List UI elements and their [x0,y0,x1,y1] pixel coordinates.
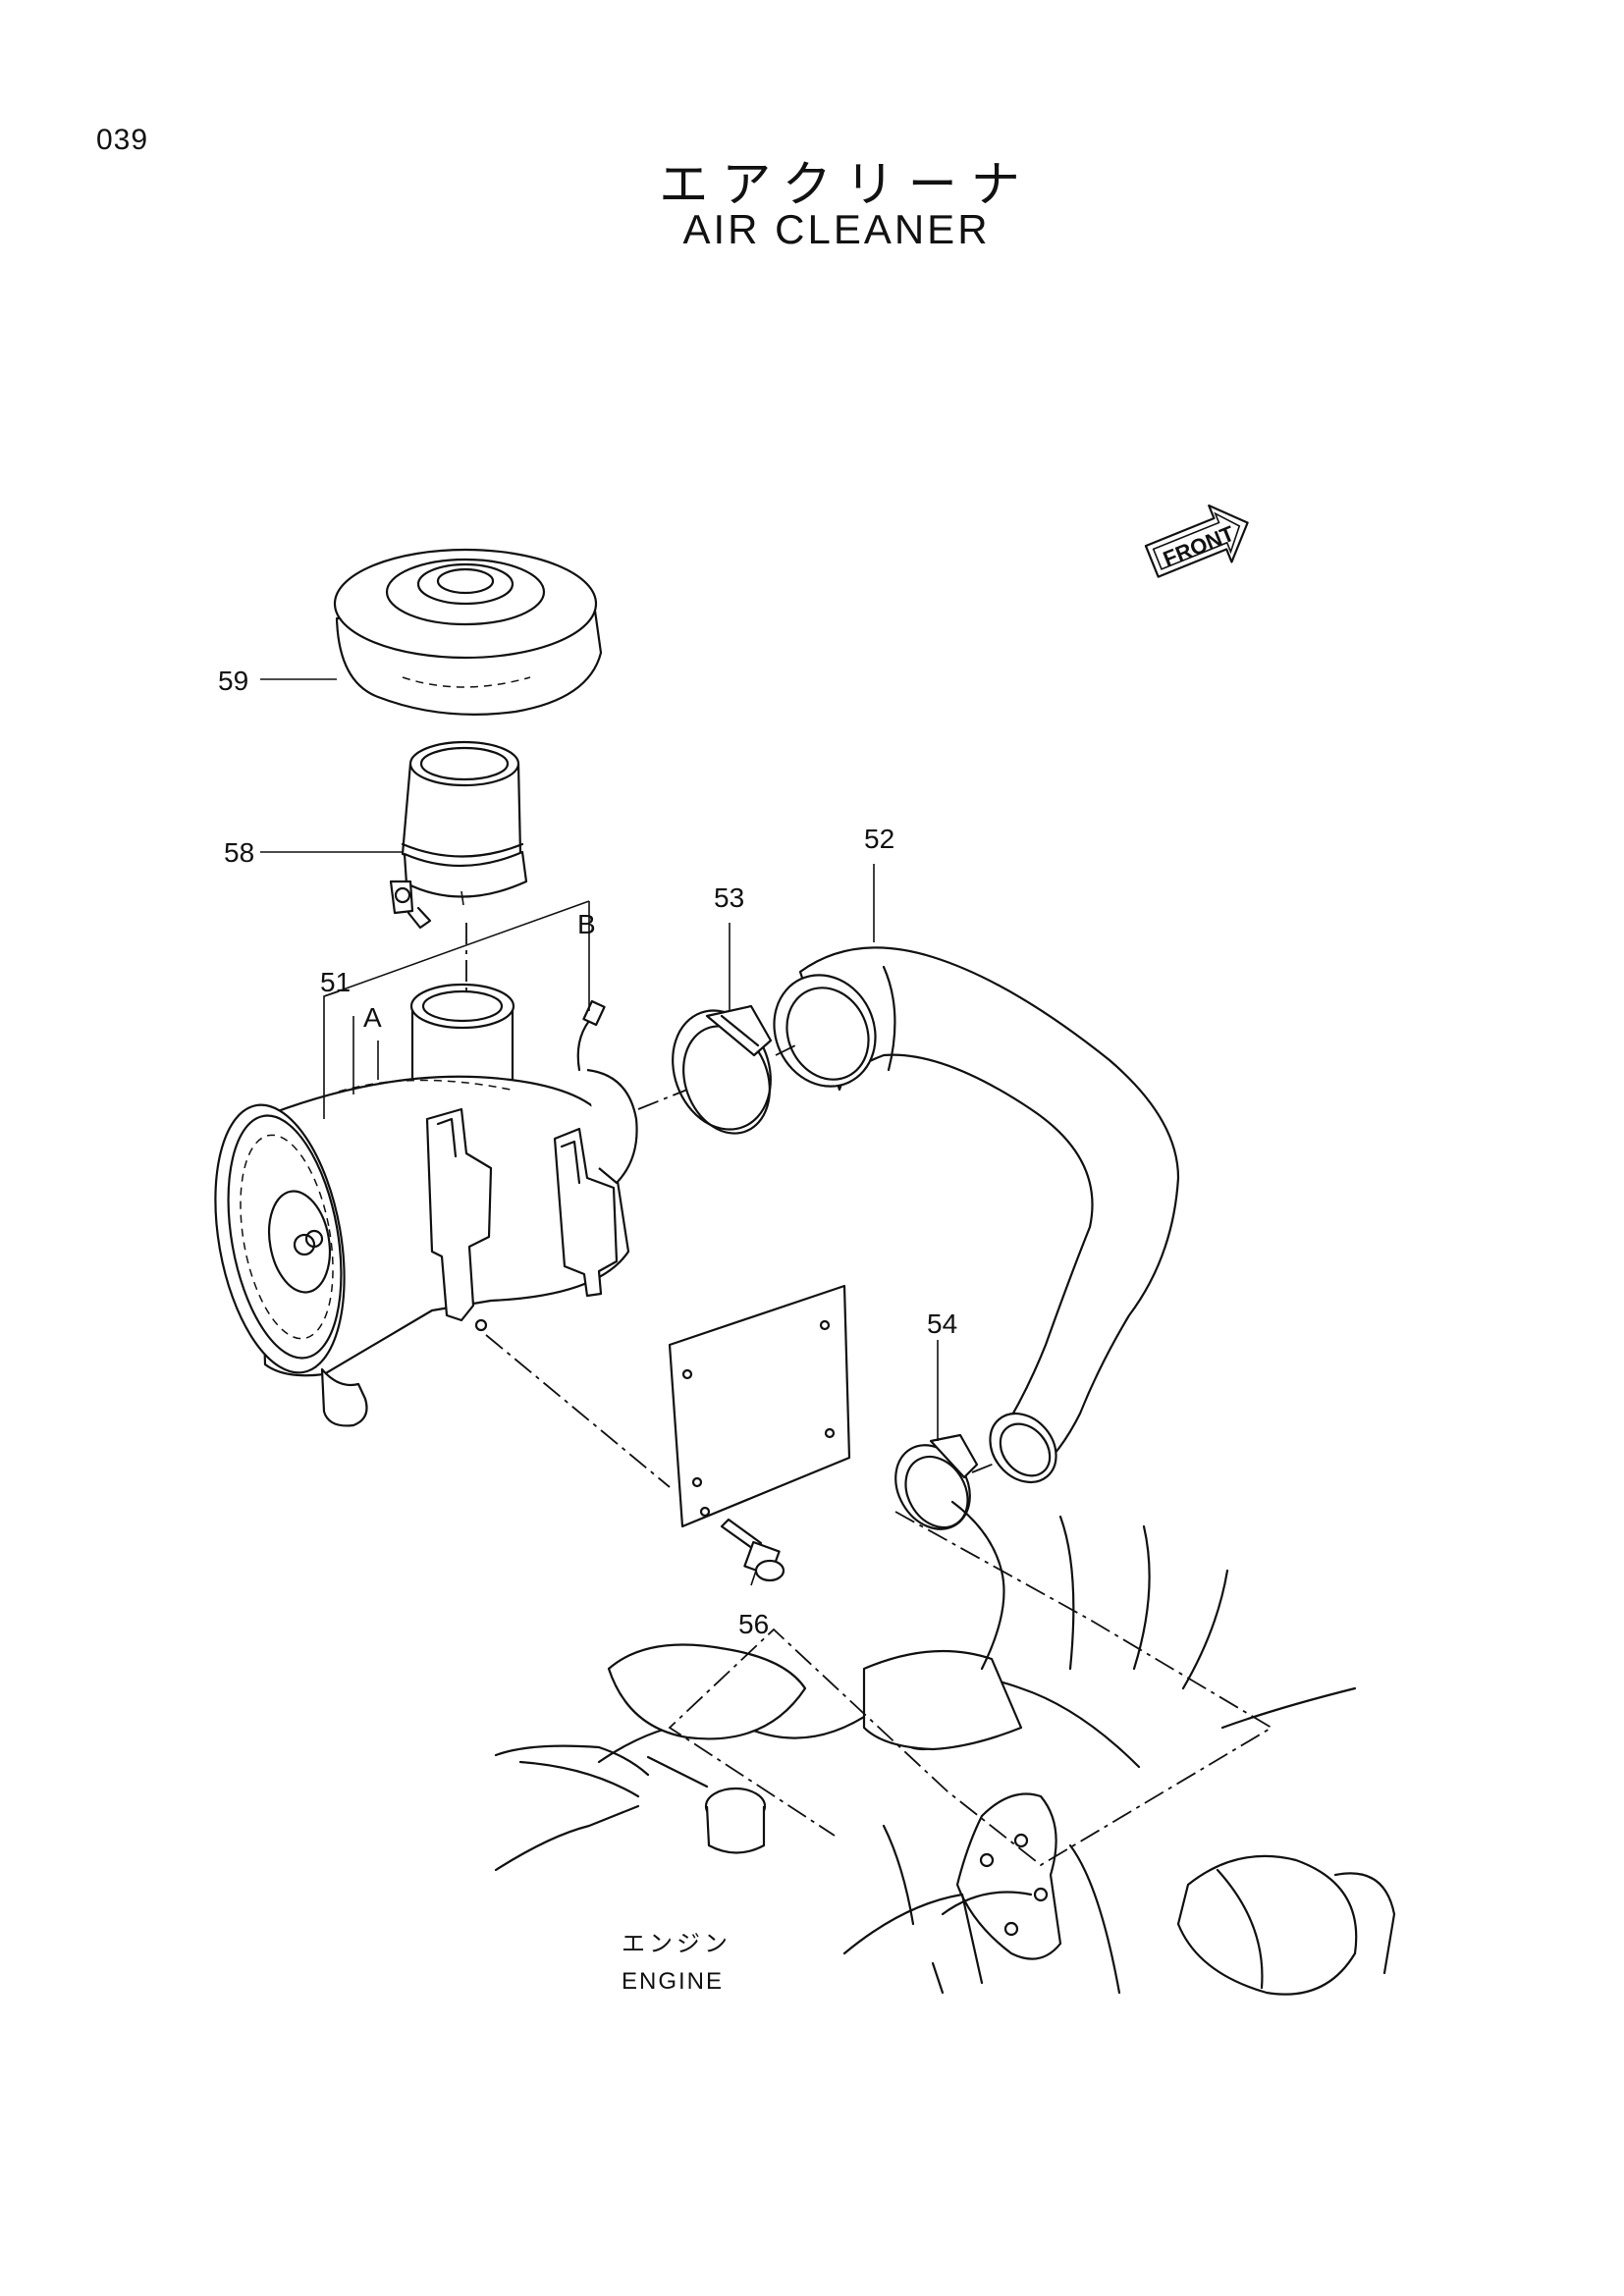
page-number: 039 [96,124,149,156]
callout-51: 51 [320,967,351,997]
part-51-air-cleaner-body [214,983,638,1427]
front-arrow-icon: FRONT [1144,504,1249,578]
title-japanese: エアクリーナ [659,156,1034,213]
part-58-inlet-pipe [389,740,528,930]
callout-54: 54 [927,1308,957,1339]
part-56-bolt [720,1518,785,1582]
engine-label-english: ENGINE [622,1968,724,1995]
title-english: AIR CLEANER [682,206,991,252]
part-52-intake-hose [773,946,1180,1484]
part-53-hose-clamp [672,1004,773,1135]
callout-56: 56 [738,1609,769,1639]
engine-outline [494,1500,1396,1996]
callout-53: 53 [714,882,744,913]
callout-59: 59 [218,666,248,696]
part-59-cover-cap [333,548,603,716]
leader-lines [260,678,939,1586]
mounting-plate [668,1284,851,1528]
part-54-hose-clamp [894,1433,979,1530]
engine-label-japanese: エンジン [622,1930,731,1957]
callout-sub-a: A [363,1002,382,1033]
callout-52: 52 [864,824,894,854]
assembly-lines [465,923,1273,1867]
callout-58: 58 [224,837,254,868]
callout-sub-b: B [577,909,596,939]
